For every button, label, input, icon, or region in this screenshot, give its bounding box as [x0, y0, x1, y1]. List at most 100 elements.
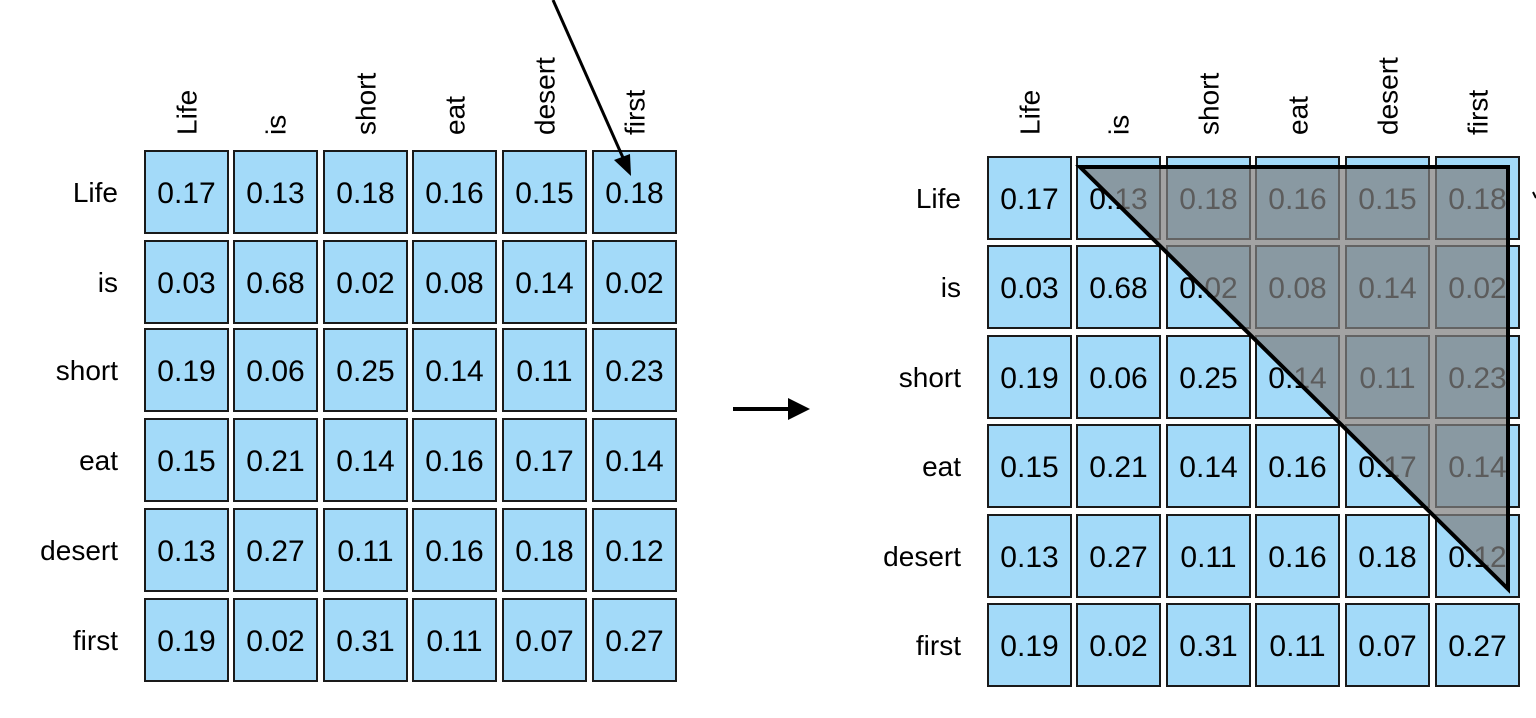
right-cell-value: 0.27 [1089, 541, 1147, 574]
left-cell-value: 0.13 [157, 535, 215, 568]
right-column-header: eat [1283, 96, 1314, 135]
left-cell [323, 328, 408, 412]
left-cell-value: 0.17 [157, 177, 215, 210]
left-cell-value: 0.16 [425, 177, 483, 210]
left-cell-value: 0.02 [336, 267, 394, 300]
left-row-label: Life [73, 177, 118, 208]
right-cell [1166, 424, 1251, 508]
right-cell [987, 335, 1072, 419]
left-column-header: is [261, 115, 292, 135]
left-cell [592, 418, 677, 502]
right-cell [1166, 514, 1251, 598]
left-cell-value: 0.14 [605, 445, 663, 478]
left-row-label: is [98, 267, 118, 298]
right-cell [987, 245, 1072, 329]
right-column-header: is [1104, 115, 1135, 135]
left-cell-value: 0.15 [515, 177, 573, 210]
right-cell-value: 0.02 [1089, 630, 1147, 663]
left-cell-value: 0.23 [605, 355, 663, 388]
attention-weights-matrix: Life is short eat desert first Life 0.17 0.13 0.1… [40, 57, 677, 682]
left-cell [323, 418, 408, 502]
right-cell [1345, 603, 1430, 687]
right-row-label: first [916, 630, 961, 661]
left-cell-value: 0.11 [516, 355, 572, 388]
right-cell-value: 0.13 [1000, 541, 1058, 574]
left-cell [233, 508, 318, 592]
right-cell [1166, 335, 1251, 419]
left-cell [233, 598, 318, 682]
right-cell-value: 0.11 [1180, 541, 1236, 574]
left-cell-value: 0.19 [157, 355, 215, 388]
left-cell [592, 598, 677, 682]
left-row-label: first [73, 625, 118, 656]
left-cell-value: 0.12 [605, 535, 663, 568]
left-cell [144, 328, 229, 412]
left-cell [323, 508, 408, 592]
left-cell-value: 0.18 [605, 177, 663, 210]
right-cell [987, 603, 1072, 687]
annotation-arrow [551, 0, 631, 176]
right-cell [1255, 424, 1340, 508]
left-row-label: short [56, 355, 118, 386]
left-cell [412, 508, 497, 592]
right-cell [1166, 603, 1251, 687]
left-cell [144, 240, 229, 324]
right-cell [1255, 603, 1340, 687]
right-cell-value: 0.11 [1269, 630, 1325, 663]
left-cell [412, 328, 497, 412]
left-cell [502, 328, 587, 412]
left-cell [502, 150, 587, 234]
left-cell [502, 508, 587, 592]
left-cell-value: 0.08 [425, 267, 483, 300]
left-cell-value: 0.17 [515, 445, 573, 478]
right-cell-value: 0.18 [1358, 541, 1416, 574]
left-cell-value: 0.31 [336, 625, 394, 658]
right-row-label: is [941, 272, 961, 303]
left-cell [144, 508, 229, 592]
right-cell-value: 0.16 [1268, 541, 1326, 574]
left-cell [233, 240, 318, 324]
left-cell-value: 0.16 [425, 535, 483, 568]
left-cell-value: 0.07 [515, 625, 573, 658]
left-cell [592, 508, 677, 592]
right-cell-value: 0.15 [1000, 451, 1058, 484]
left-column-header: eat [440, 96, 471, 135]
left-cell [502, 240, 587, 324]
right-cell [1345, 514, 1430, 598]
left-cell [144, 598, 229, 682]
right-row-label: short [899, 362, 961, 393]
right-cell [987, 156, 1072, 240]
right-cell-value: 0.25 [1179, 362, 1237, 395]
left-cell [412, 418, 497, 502]
left-cell-value: 0.14 [515, 267, 573, 300]
left-column-header: Life [172, 90, 203, 135]
right-cell [1076, 424, 1161, 508]
left-cell [412, 598, 497, 682]
right-row-label: desert [883, 541, 961, 572]
right-cell-value: 0.31 [1179, 630, 1237, 663]
left-cell [144, 418, 229, 502]
right-cell [1076, 335, 1161, 419]
right-cell [1076, 514, 1161, 598]
left-cell-value: 0.06 [246, 355, 304, 388]
left-cell-value: 0.18 [515, 535, 573, 568]
left-cell [323, 150, 408, 234]
left-cell-value: 0.02 [605, 267, 663, 300]
left-cell [323, 240, 408, 324]
right-cell-value: 0.07 [1358, 630, 1416, 663]
right-cell [987, 514, 1072, 598]
right-column-header: Life [1015, 90, 1046, 135]
left-cell [144, 150, 229, 234]
left-cell-value: 0.27 [605, 625, 663, 658]
left-column-header: desert [530, 57, 561, 135]
right-cell [1435, 603, 1520, 687]
right-cell-value: 0.21 [1089, 451, 1147, 484]
right-cell-value: 0.06 [1089, 362, 1147, 395]
right-cell-value: 0.17 [1000, 183, 1058, 216]
left-cell [233, 150, 318, 234]
left-cell-value: 0.16 [425, 445, 483, 478]
right-cell-value: 0.19 [1000, 362, 1058, 395]
left-cell-value: 0.13 [246, 177, 304, 210]
left-cell-value: 0.19 [157, 625, 215, 658]
left-cell [592, 150, 677, 234]
